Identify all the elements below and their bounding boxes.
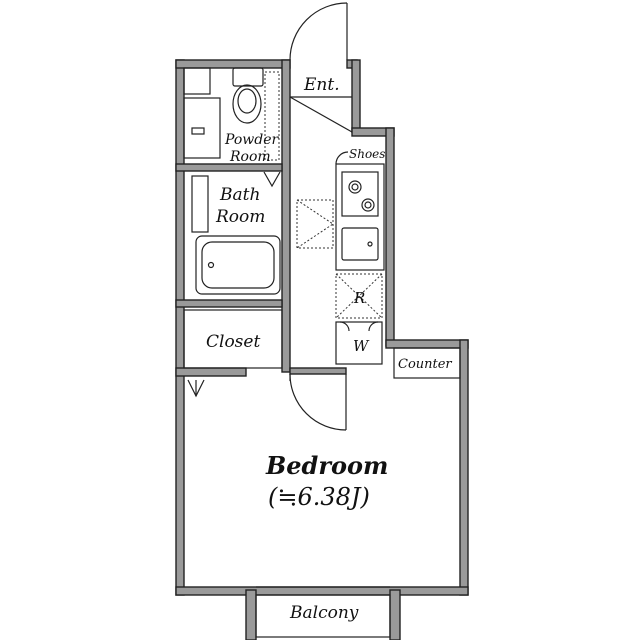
balcony-label: Balcony bbox=[289, 603, 359, 623]
closet-label: Closet bbox=[206, 332, 260, 352]
entrance-label: Ent. bbox=[303, 75, 340, 95]
shoes-label: Shoes bbox=[349, 147, 385, 161]
kitchen bbox=[335, 151, 385, 365]
refrigerator-label: R bbox=[353, 289, 365, 307]
washer-label: W bbox=[353, 337, 370, 355]
powder-room-label-2: Room bbox=[229, 149, 271, 165]
hall-storage bbox=[296, 199, 334, 249]
stove-burner-top bbox=[348, 180, 362, 194]
entrance-door bbox=[289, 2, 348, 61]
sink bbox=[341, 227, 379, 261]
counter-box bbox=[393, 347, 461, 379]
powder-room bbox=[183, 67, 280, 161]
entrance-diagonal bbox=[289, 96, 353, 133]
balcony bbox=[245, 586, 401, 640]
bedroom-door bbox=[289, 373, 347, 431]
counter-label: Counter bbox=[398, 357, 452, 372]
bath-room-label-2: Room bbox=[215, 207, 265, 227]
outer-walls bbox=[175, 59, 469, 596]
bedroom-label: Bedroom bbox=[265, 451, 388, 480]
bedroom-size-label: (≒6.38J) bbox=[268, 483, 370, 511]
stove-burner-bottom bbox=[361, 198, 375, 212]
closet bbox=[183, 309, 283, 398]
powder-room-label-1: Powder bbox=[224, 132, 280, 148]
bath-room-label-1: Bath bbox=[219, 185, 260, 205]
bath-room bbox=[191, 171, 281, 295]
